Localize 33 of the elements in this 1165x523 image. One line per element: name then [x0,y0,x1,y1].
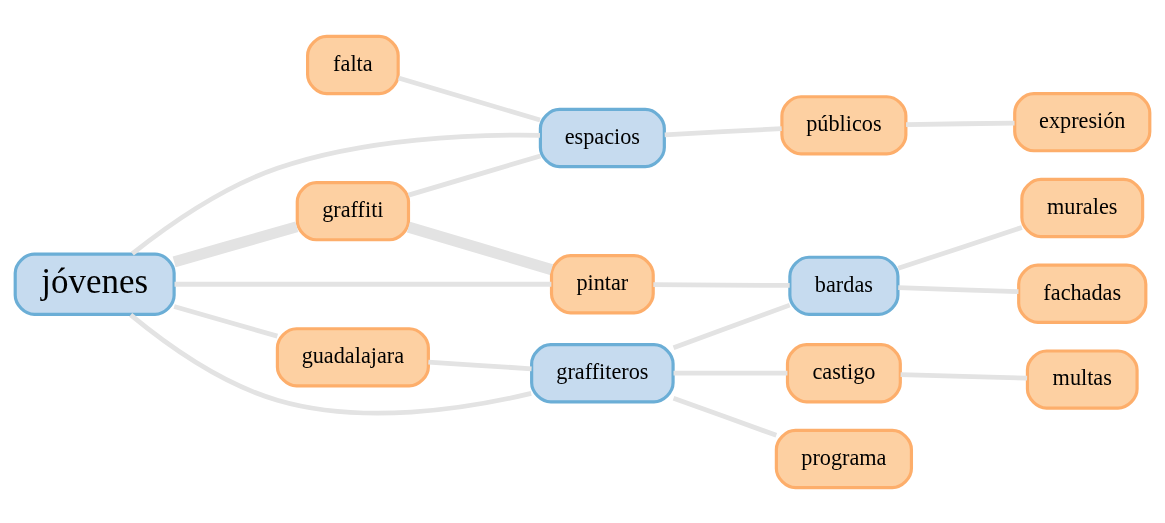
node-box: bardas [788,255,900,316]
connector [673,370,788,376]
connector [900,371,1028,381]
connector [653,281,790,288]
connector [130,132,540,256]
node-box: guadalajara [275,326,430,388]
node-box: fachadas [1017,263,1148,324]
node-box: graffiteros [530,342,675,403]
connector [906,120,1015,127]
connector [172,220,299,267]
node-box: murales [1020,177,1145,238]
connector [129,312,532,415]
connector [406,221,554,275]
connector [407,153,542,197]
node-box: públicos [780,94,908,156]
node-box: espacios [538,107,666,168]
connector [898,284,1019,294]
node-box: programa [774,428,913,489]
node-box: multas [1025,348,1139,410]
node-box: pintar [549,253,655,314]
connector [664,125,782,137]
node-box: falta [306,34,400,95]
node-box: graffiti [295,180,411,241]
node-box: jóvenes [13,251,176,316]
node-box: expresión [1013,91,1152,152]
connector [397,75,541,122]
connector [897,224,1023,271]
connector [173,303,278,338]
connector [428,359,532,371]
node-box: castigo [785,342,902,403]
connector [174,281,552,287]
connector [672,395,778,438]
connector [672,302,791,350]
